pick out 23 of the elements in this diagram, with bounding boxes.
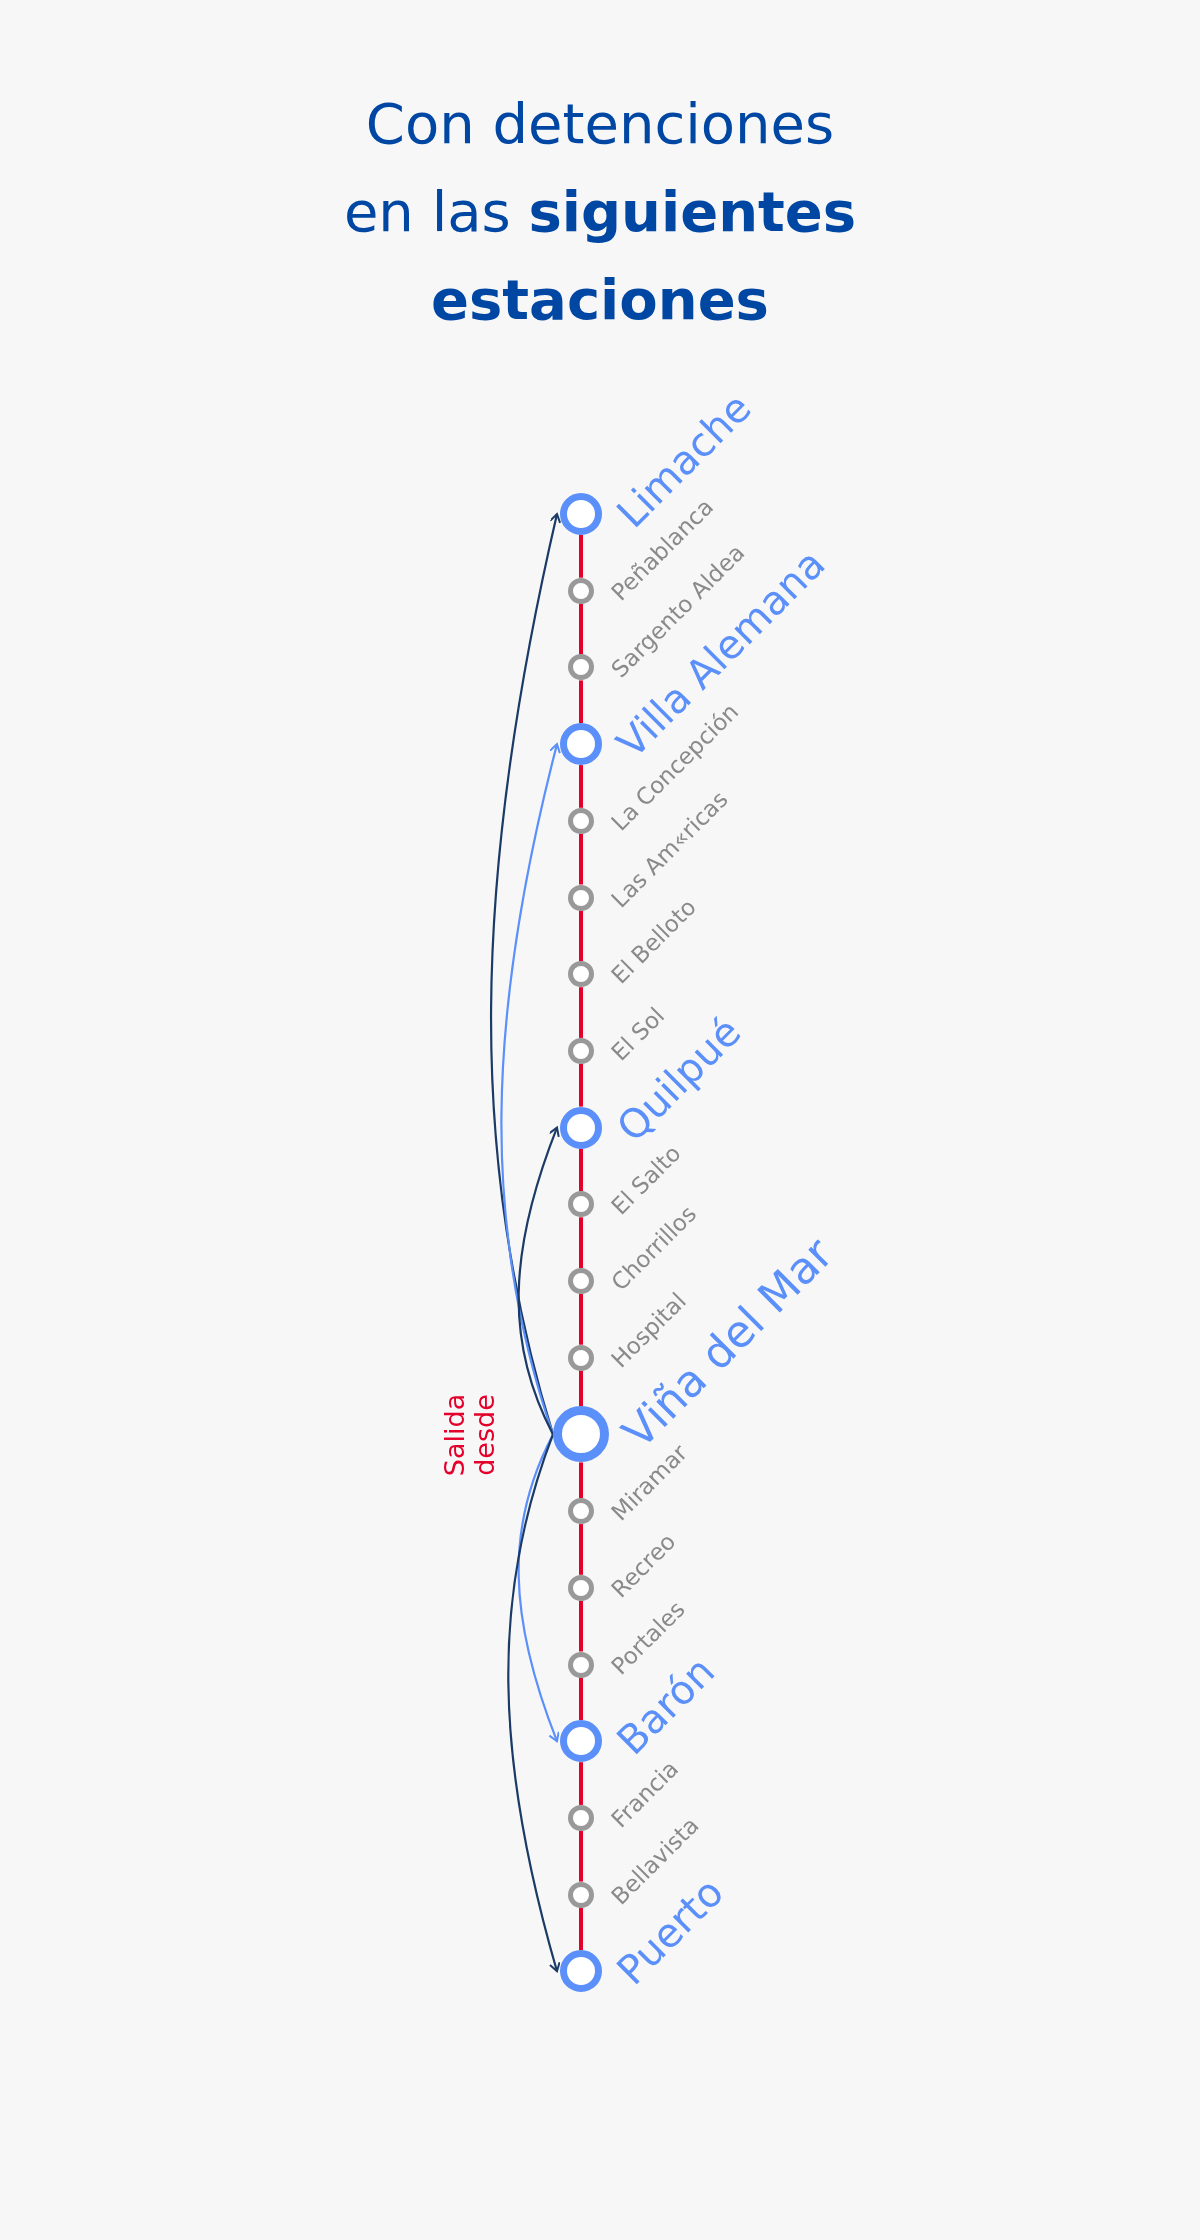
track-line bbox=[579, 603, 583, 655]
track-line bbox=[579, 1294, 583, 1345]
curved-arrow bbox=[507, 1434, 561, 1973]
track-line bbox=[579, 1063, 583, 1107]
track-line bbox=[579, 1600, 583, 1652]
track-line bbox=[579, 1462, 583, 1499]
curved-arrow bbox=[517, 1126, 560, 1435]
track-line bbox=[579, 1370, 583, 1407]
track-line bbox=[579, 1830, 583, 1882]
title: Con detenciones en las siguientes estaciones bbox=[342, 90, 858, 334]
track-line bbox=[579, 765, 583, 808]
track-line bbox=[579, 1148, 583, 1192]
track-line bbox=[579, 1762, 583, 1805]
track-line bbox=[579, 1217, 583, 1268]
track-line bbox=[579, 833, 583, 885]
track-line bbox=[579, 987, 583, 1038]
track-line bbox=[579, 1677, 583, 1721]
origin-note: Salida desde bbox=[440, 1392, 500, 1479]
track-line bbox=[579, 1907, 583, 1951]
track-line bbox=[579, 535, 583, 578]
track-line bbox=[579, 910, 583, 962]
track-line bbox=[579, 1524, 583, 1575]
track-line bbox=[579, 680, 583, 724]
